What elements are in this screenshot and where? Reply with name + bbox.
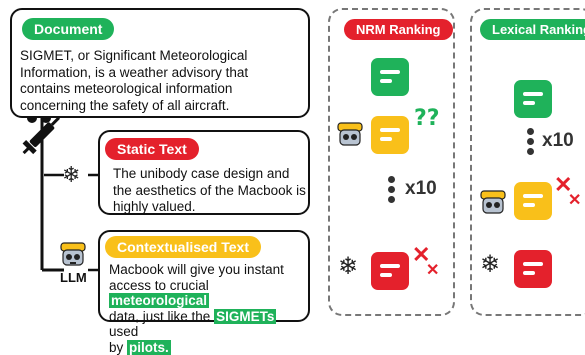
robot-icon bbox=[60, 240, 86, 268]
snowflake-icon: ❄ bbox=[480, 251, 501, 278]
lexical-ranking-title: Lexical Ranking bbox=[480, 19, 585, 40]
snowflake-icon: ❄ bbox=[62, 162, 81, 187]
repeat-count: x10 bbox=[542, 130, 574, 151]
document-tag: Document bbox=[22, 18, 115, 40]
cross-marks-icon: ✕ bbox=[412, 242, 431, 267]
robot-icon bbox=[337, 120, 363, 153]
cross-marks-icon: ✕ bbox=[554, 172, 573, 197]
contextual-text-body: Macbook will give you instant access to … bbox=[109, 262, 284, 355]
static-text-box: Static Text The unibody case design and … bbox=[98, 130, 310, 215]
doc-icon-green bbox=[514, 80, 552, 118]
highlight-pilots: pilots. bbox=[127, 339, 171, 355]
lexical-ranking-panel: Lexical Ranking x10 ✕ ✕ ❄ bbox=[470, 8, 585, 316]
highlight-meteorological: meteorological bbox=[109, 293, 210, 308]
repeat-count: x10 bbox=[405, 178, 437, 199]
highlight-sigmets: SIGMETs bbox=[214, 308, 277, 324]
document-text: SIGMET, or Significant Meteorological In… bbox=[20, 48, 249, 113]
cross-marks-icon: ✕ bbox=[426, 262, 440, 279]
snowflake-icon: ❄ bbox=[338, 253, 359, 280]
static-text-body: The unibody case design and the aestheti… bbox=[113, 166, 306, 214]
nrm-ranking-title: NRM Ranking bbox=[344, 19, 453, 40]
doc-icon-red bbox=[371, 252, 409, 290]
ellipsis-icon bbox=[527, 128, 535, 158]
syringe-icon bbox=[22, 116, 61, 155]
doc-icon-yellow bbox=[371, 116, 409, 154]
cross-marks-icon: ✕ bbox=[568, 192, 582, 209]
static-text-tag: Static Text bbox=[105, 138, 199, 160]
doc-icon-green bbox=[371, 58, 409, 96]
llm-label: LLM bbox=[60, 270, 87, 285]
document-box: Document SIGMET, or Significant Meteorol… bbox=[10, 8, 310, 118]
doc-icon-red bbox=[514, 250, 552, 288]
contextual-text-tag: Contextualised Text bbox=[105, 236, 261, 258]
contextual-text-box: Contextualised Text Macbook will give yo… bbox=[98, 230, 310, 355]
doc-icon-yellow bbox=[514, 182, 552, 220]
question-marks-icon: ?? bbox=[414, 106, 440, 131]
ellipsis-icon bbox=[388, 176, 396, 206]
nrm-ranking-panel: NRM Ranking ?? x10 ❄ ✕ ✕ bbox=[328, 8, 455, 316]
robot-icon bbox=[480, 188, 506, 221]
